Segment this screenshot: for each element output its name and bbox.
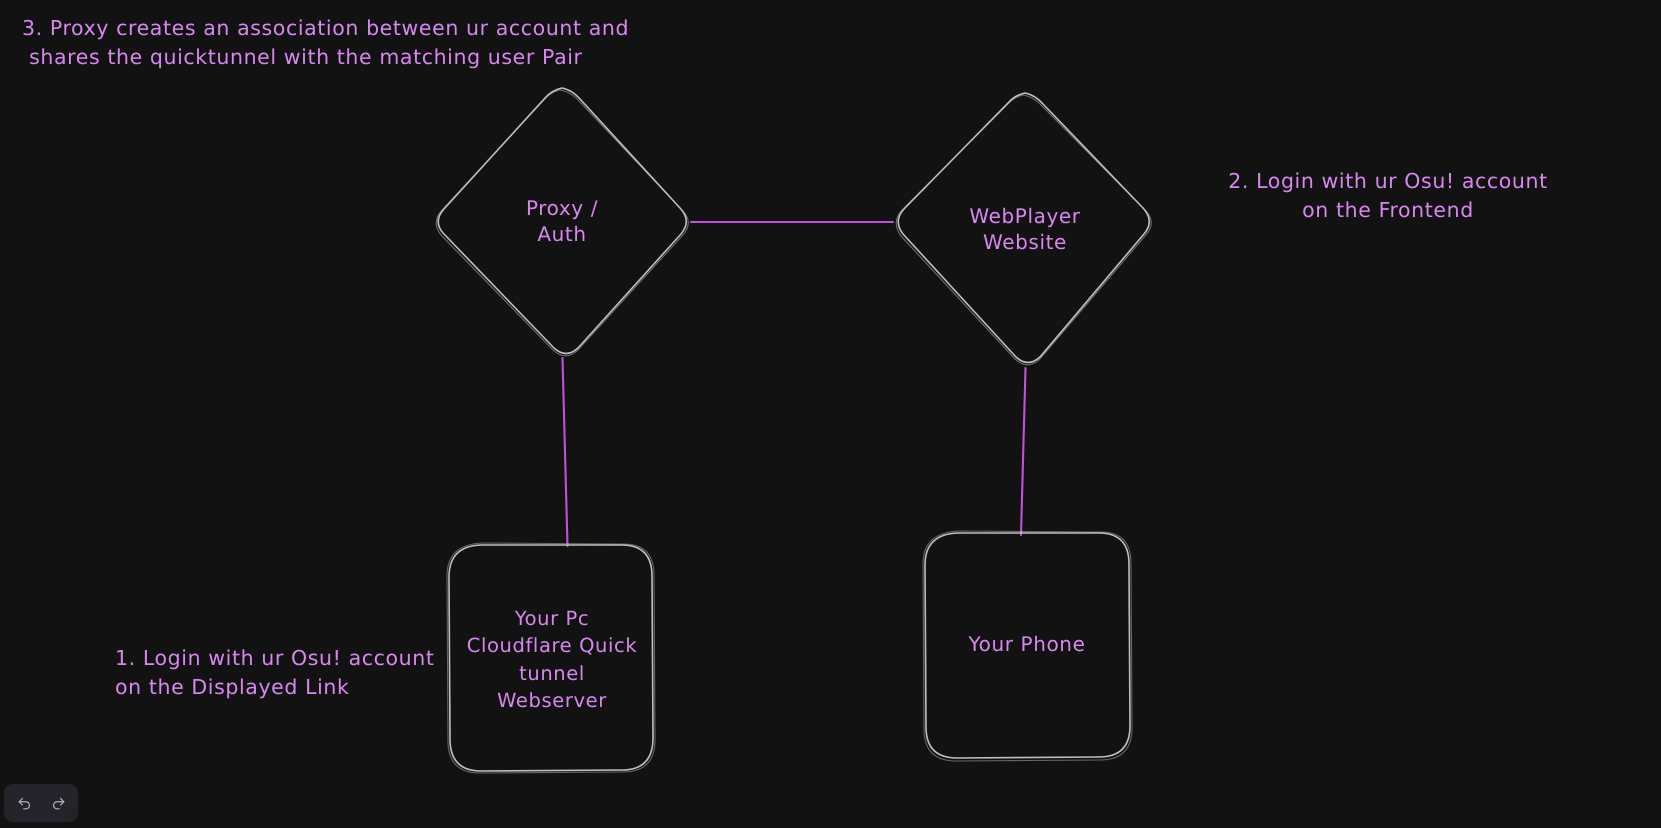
history-toolbar [4,784,78,822]
redo-icon [50,795,67,812]
undo-icon [16,795,33,812]
node-proxy-auth[interactable] [435,87,689,357]
node-your-phone[interactable] [922,530,1133,762]
undo-button[interactable] [9,789,39,817]
node-webplayer-website[interactable] [895,92,1152,366]
webplayer-website-outline-sketch [895,94,1152,366]
redo-button[interactable] [43,789,73,817]
your-pc-outline [448,544,654,772]
proxy-auth-outline-sketch [435,89,689,357]
connector-webplayer-to-your-phone[interactable] [1019,366,1027,537]
connector-proxy-to-your-pc[interactable] [561,356,569,548]
proxy-auth-outline [437,87,688,355]
node-your-pc[interactable] [446,542,656,774]
your-phone-outline [924,532,1131,759]
your-pc-outline-sketch [446,542,656,774]
your-phone-outline-sketch [922,530,1133,762]
webplayer-website-outline [897,92,1151,364]
connector-layer [561,220,1027,548]
